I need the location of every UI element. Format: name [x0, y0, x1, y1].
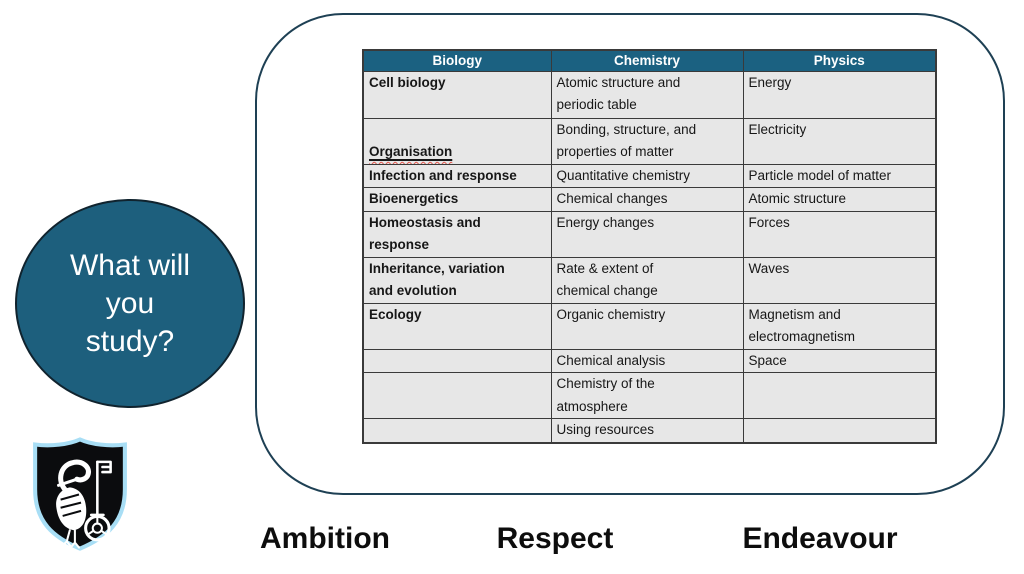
column-header-biology: Biology	[362, 49, 552, 72]
column-header-physics: Physics	[742, 49, 937, 72]
cell-chemistry: Bonding, structure, and properties of ma…	[550, 117, 744, 165]
cell-biology: Ecology	[362, 302, 552, 350]
cell-biology: Inheritance, variation and evolution	[362, 256, 552, 304]
cell-physics	[742, 372, 937, 419]
spellcheck-underline: Organisation	[369, 144, 452, 159]
cell-biology	[362, 348, 552, 373]
cell-biology: Homeostasis and response	[362, 210, 552, 258]
cell-chemistry: Atomic structure and periodic table	[550, 70, 744, 119]
cell-biology: Organisation	[362, 117, 552, 165]
cell-chemistry: Chemistry of the atmosphere	[550, 372, 744, 419]
table-row: Cell biology Atomic structure and period…	[362, 70, 937, 119]
value-ambition: Ambition	[260, 522, 390, 555]
cell-chemistry: Organic chemistry	[550, 302, 744, 350]
table-row: Chemistry of the atmosphere	[362, 372, 937, 419]
table-row: Inheritance, variation and evolution Rat…	[362, 256, 937, 304]
cell-physics: Space	[742, 348, 937, 373]
cell-biology	[362, 372, 552, 419]
cell-biology: Bioenergetics	[362, 187, 552, 212]
cell-physics: Waves	[742, 256, 937, 304]
value-respect: Respect	[496, 522, 614, 555]
subjects-table: Biology Chemistry Physics Cell biology A…	[362, 49, 937, 444]
cell-biology: Infection and response	[362, 163, 552, 188]
table-row: Chemical analysis Space	[362, 348, 937, 373]
table-row: Using resources	[362, 418, 937, 443]
table-row: Infection and response Quantitative chem…	[362, 163, 937, 188]
table-header-row: Biology Chemistry Physics	[362, 49, 937, 72]
cell-physics: Particle model of matter	[742, 163, 937, 188]
cell-physics: Magnetism and electromagnetism	[742, 302, 937, 350]
cell-physics: Electricity	[742, 117, 937, 165]
underlined-word: Organisation	[369, 144, 453, 159]
cell-chemistry: Rate & extent of chemical change	[550, 256, 744, 304]
question-text: What will you study?	[69, 248, 190, 358]
cell-chemistry: Energy changes	[550, 210, 744, 258]
cell-physics: Atomic structure	[742, 187, 937, 212]
cell-biology: Cell biology	[362, 70, 552, 119]
cell-chemistry: Quantitative chemistry	[550, 163, 744, 188]
crest-heron	[56, 459, 91, 549]
value-endeavour: Endeavour	[742, 522, 898, 555]
cell-physics	[742, 418, 937, 443]
cell-physics: Forces	[742, 210, 937, 258]
table-row: Homeostasis and response Energy changes …	[362, 210, 937, 258]
column-header-chemistry: Chemistry	[550, 49, 744, 72]
cell-chemistry: Chemical changes	[550, 187, 744, 212]
cell-biology	[362, 418, 552, 443]
question-bubble: What will you study?	[15, 199, 245, 408]
school-crest-icon	[33, 437, 127, 551]
table-row: Ecology Organic chemistry Magnetism and …	[362, 302, 937, 350]
table-row: Organisation Bonding, structure, and pro…	[362, 117, 937, 165]
cell-chemistry: Chemical analysis	[550, 348, 744, 373]
cell-chemistry: Using resources	[550, 418, 744, 443]
crest-key	[84, 460, 112, 542]
cell-physics: Energy	[742, 70, 937, 119]
table-row: Bioenergetics Chemical changes Atomic st…	[362, 187, 937, 212]
